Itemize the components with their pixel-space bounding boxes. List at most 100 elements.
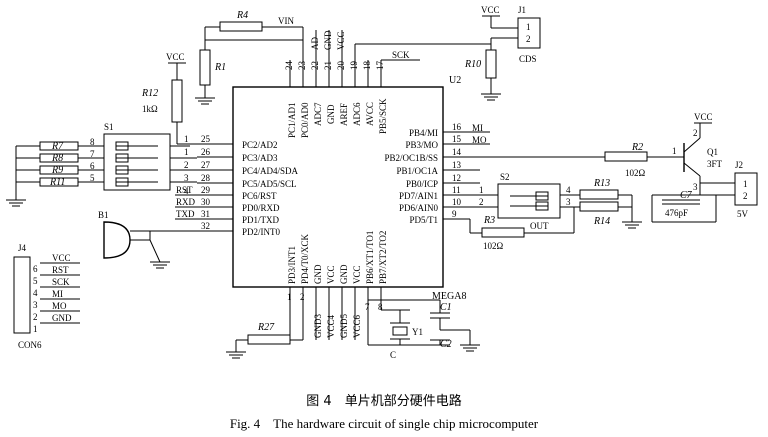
j4-label: J4 <box>18 243 27 253</box>
r12-resistor: VCC R12 1kΩ <box>141 52 197 145</box>
top-pin-label: GND <box>326 104 336 124</box>
right-pin-num: 10 <box>452 197 462 207</box>
r12-label: R12 <box>141 88 158 99</box>
right-pin-num: 16 <box>452 122 462 132</box>
right-pin-label: PD7/AIN1 <box>399 191 438 201</box>
r7-label: R7 <box>51 141 64 152</box>
chip-body <box>232 86 444 288</box>
s1-pin-num: 3 <box>184 173 189 183</box>
net-label-sck: SCK <box>392 50 410 60</box>
q1-base-pin: 1 <box>672 146 677 156</box>
b1-buzzer: B1 <box>98 210 197 269</box>
r3-value: 102Ω <box>483 241 504 251</box>
c1-label: C1 <box>440 302 452 313</box>
right-pin-label: PB2/OC1B/SS <box>384 153 438 163</box>
r14-label: R14 <box>593 216 610 227</box>
j1-pin: 2 <box>526 34 531 44</box>
top-pin-label: PB5/SCK <box>378 98 388 134</box>
r27-label: R27 <box>257 322 275 333</box>
left-pin-label: PC5/AD5/SCL <box>242 179 297 189</box>
top-pin-label: PC1/AD1 <box>287 102 297 138</box>
s1-pin-num: 8 <box>90 137 95 147</box>
s1-pin-num: 6 <box>90 161 95 171</box>
left-pin-label: PD2/INT0 <box>242 227 280 237</box>
top-pin-num: 19 <box>349 61 359 71</box>
j2-pin: 1 <box>743 179 748 189</box>
bottom-pin-num: 1 <box>287 292 292 302</box>
top-net-label: VCC <box>336 31 346 50</box>
vin-label: VIN <box>278 16 294 26</box>
right-pin-num: 9 <box>452 209 457 219</box>
top-pin-num: 21 <box>323 61 333 70</box>
j4-pin-num: 4 <box>33 288 38 298</box>
figure-caption-en: Fig. 4 The hardware circuit of single ch… <box>230 416 539 431</box>
right-pin-num: 15 <box>452 134 462 144</box>
bottom-pin-label: GND <box>313 264 323 284</box>
left-pin-num: 28 <box>201 173 211 183</box>
y1-label: Y1 <box>412 327 423 337</box>
left-pin-num: 25 <box>201 134 211 144</box>
c7-label: C7 <box>680 190 693 201</box>
left-resistor-bank: R7 R8 R9 R11 <box>6 141 104 207</box>
cds-label: CDS <box>519 54 537 64</box>
left-pin-label: PC2/AD2 <box>242 140 278 150</box>
left-pin-num: 1 <box>184 134 189 144</box>
left-pin-label: PC3/AD3 <box>242 153 278 163</box>
net-label-rst: RST <box>176 185 193 195</box>
r3-resistor: R3 102Ω <box>469 207 575 251</box>
r13-r14-resistors: R13 R14 <box>579 178 642 229</box>
top-pin-label: AREF <box>339 103 349 126</box>
j2-label: J2 <box>735 160 743 170</box>
b1-label: B1 <box>98 210 109 220</box>
r2-label: R2 <box>631 142 643 153</box>
right-pin-label: PB1/OC1A <box>396 166 438 176</box>
c7-value: 476pF <box>665 208 688 218</box>
net-label-mi: MI <box>472 123 483 133</box>
j2-connector: J2 1 2 5V <box>700 160 758 219</box>
r4-label: R4 <box>236 10 248 21</box>
right-pin-label: PD6/AIN0 <box>399 203 439 213</box>
s2-pin: 1 <box>479 185 484 195</box>
s1-pin-num: 7 <box>90 149 95 159</box>
r1-resistor: R1 <box>195 27 303 105</box>
j4-sub-label: CON6 <box>18 340 42 350</box>
top-pin-num: 17 <box>375 61 385 71</box>
left-pin-num: 29 <box>201 185 211 195</box>
top-net-label: GND <box>323 30 333 50</box>
right-pin-num: 13 <box>452 160 462 170</box>
bottom-pin-label: VCC <box>326 265 336 284</box>
j1-connector: VCC J1 1 2 CDS <box>481 5 541 64</box>
q1-model: 3FT <box>707 159 723 169</box>
c-label: C <box>390 350 396 360</box>
top-pins: 24 23 22 21 20 19 18 17 AD GND VCC PC1/A… <box>284 30 420 138</box>
c7-capacitor: C7 476pF <box>651 190 717 223</box>
s2-pin: 4 <box>566 185 571 195</box>
left-pin-num: 32 <box>201 221 210 231</box>
top-pin-label: PC0/AD0 <box>300 102 310 138</box>
q1-label: Q1 <box>707 147 718 157</box>
r2-value: 102Ω <box>625 168 646 178</box>
r8-label: R8 <box>51 153 63 164</box>
top-pin-label: AVCC <box>365 102 375 126</box>
r10-label: R10 <box>464 59 481 70</box>
left-pin-label: PC6/RST <box>242 191 277 201</box>
bottom-net-label: VCC4 <box>326 314 336 338</box>
c2-label: C2 <box>440 339 452 350</box>
s2-label: S2 <box>500 172 510 182</box>
bottom-pins: PD3/INT1 PD4/T0/XCK GND VCC GND VCC PB6/… <box>287 231 388 340</box>
j4-net: MO <box>52 301 67 311</box>
bottom-net-label: GND3 <box>313 314 323 338</box>
left-pin-label: PD0/RXD <box>242 203 280 213</box>
r4-resistor: R4 VIN <box>205 10 304 32</box>
top-net-label: AD <box>310 37 320 50</box>
net-label-mo: MO <box>472 135 487 145</box>
r1-label: R1 <box>214 62 226 73</box>
top-pin-num: 18 <box>362 61 372 71</box>
bottom-net-label: VCC6 <box>352 314 362 338</box>
s1-pin-num: 2 <box>184 160 189 170</box>
j2-pin: 2 <box>743 191 748 201</box>
top-pin-num: 22 <box>310 61 320 70</box>
r27-resistor: R27 <box>226 322 303 359</box>
right-pin-num: 12 <box>452 173 461 183</box>
